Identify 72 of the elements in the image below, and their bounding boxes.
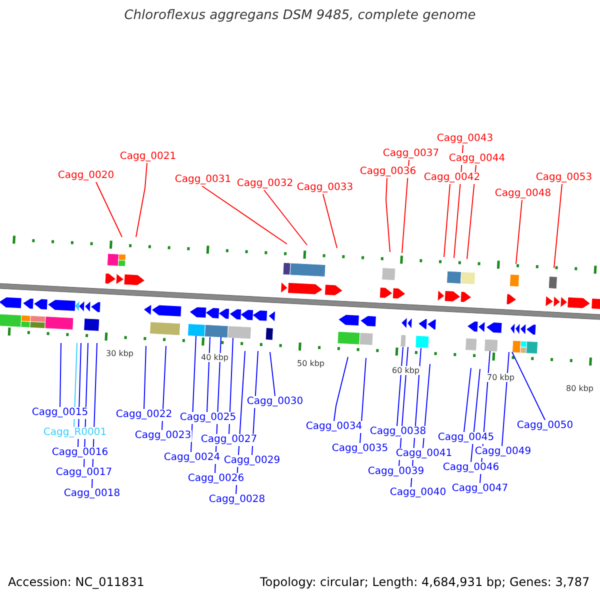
scale-label: 30 kbp (106, 349, 134, 358)
leader-line (360, 358, 366, 444)
gene-label: Cagg_0037 (382, 148, 440, 160)
gene-label: Cagg_0029 (222, 455, 282, 467)
leader-line (270, 352, 276, 396)
gene-label: Cagg_0044 (448, 153, 506, 165)
gene-label: Cagg_0035 (330, 443, 390, 455)
gene-label: Cagg_0053 (534, 172, 594, 184)
leader-line (136, 162, 148, 238)
leader-line (554, 184, 562, 268)
gene-label: Cagg_0048 (494, 188, 552, 200)
leader-line (444, 184, 450, 258)
leader-line (512, 352, 546, 420)
scale-label: 80 kbp (566, 384, 594, 393)
leader-line (202, 186, 288, 244)
gene-label: Cagg_0038 (368, 426, 428, 438)
gene-label: Cagg_0027 (200, 434, 258, 446)
leader-line (464, 368, 472, 432)
gene-label: Cagg_0022 (114, 409, 174, 421)
gene-label: Cagg_0030 (246, 396, 304, 408)
leader-line (74, 342, 78, 428)
leader-line (386, 178, 390, 252)
gene-label: Cagg_0042 (422, 172, 482, 184)
gene-label: Cagg_0023 (134, 430, 192, 442)
gene-label: Cagg_0046 (442, 462, 500, 474)
gene-label: Cagg_0045 (436, 432, 496, 444)
scale-label: 50 kbp (297, 359, 325, 368)
leader-line (334, 356, 348, 422)
leader-line (206, 336, 210, 412)
leader-line (502, 352, 510, 446)
leader-line (60, 342, 62, 408)
leader-line (402, 160, 410, 254)
gene-label: Cagg_0039 (366, 466, 426, 478)
gene-label: Cagg_0036 (358, 166, 418, 178)
footer-text: Accession: NC_011831 (8, 575, 144, 589)
footer-text: Topology: circular; Length: 4,684,931 bp; Genes: 3,787 (260, 575, 590, 589)
gene-label: Cagg_0034 (304, 421, 364, 433)
title: Chloroflexus aggregans DSM 9485, complete genome (123, 8, 477, 23)
gene-label: Cagg_0043 (436, 133, 494, 145)
gene-label: Cagg_0015 (30, 407, 90, 419)
leader-line (422, 364, 430, 448)
gene-label: Cagg_0047 (450, 483, 510, 495)
scale-label: 40 kbp (201, 353, 229, 362)
gene-label: Cagg_0020 (56, 170, 116, 182)
scale-label: 70 kbp (487, 373, 515, 382)
leader-line (466, 164, 476, 260)
gene-label: Cagg_0050 (516, 420, 574, 432)
leader-line (470, 368, 480, 462)
leader-line (322, 194, 338, 248)
gene-label: Cagg_0028 (208, 494, 266, 506)
gene-label: Cagg_0024 (162, 452, 222, 464)
leader-line (264, 190, 308, 246)
leader-line (96, 182, 122, 238)
leader-line (516, 200, 522, 264)
gene-label: Cagg_0040 (388, 487, 448, 499)
gene-label: Cagg_0032 (236, 178, 294, 190)
gene-label: Cagg_0017 (54, 467, 114, 479)
gene-label: Cagg_0026 (186, 473, 246, 485)
leader-line (162, 346, 166, 430)
gene-label: Cagg_0049 (474, 446, 532, 458)
gene-label: Cagg_0031 (174, 174, 232, 186)
gene-label: Cagg_0025 (178, 412, 238, 424)
leader-line (144, 346, 146, 410)
leader-line (396, 346, 404, 426)
gene-label: Cagg_0018 (62, 488, 122, 500)
gene-label: Cagg_0041 (394, 448, 454, 460)
gene-label: Cagg_0033 (296, 182, 354, 194)
gene-label: Cagg_0016 (50, 447, 110, 459)
leader-line (228, 338, 234, 434)
scale-label: 60 kbp (392, 366, 420, 375)
gene-label: Cagg_R0001 (42, 427, 108, 439)
gene-label: Cagg_0021 (118, 151, 178, 163)
